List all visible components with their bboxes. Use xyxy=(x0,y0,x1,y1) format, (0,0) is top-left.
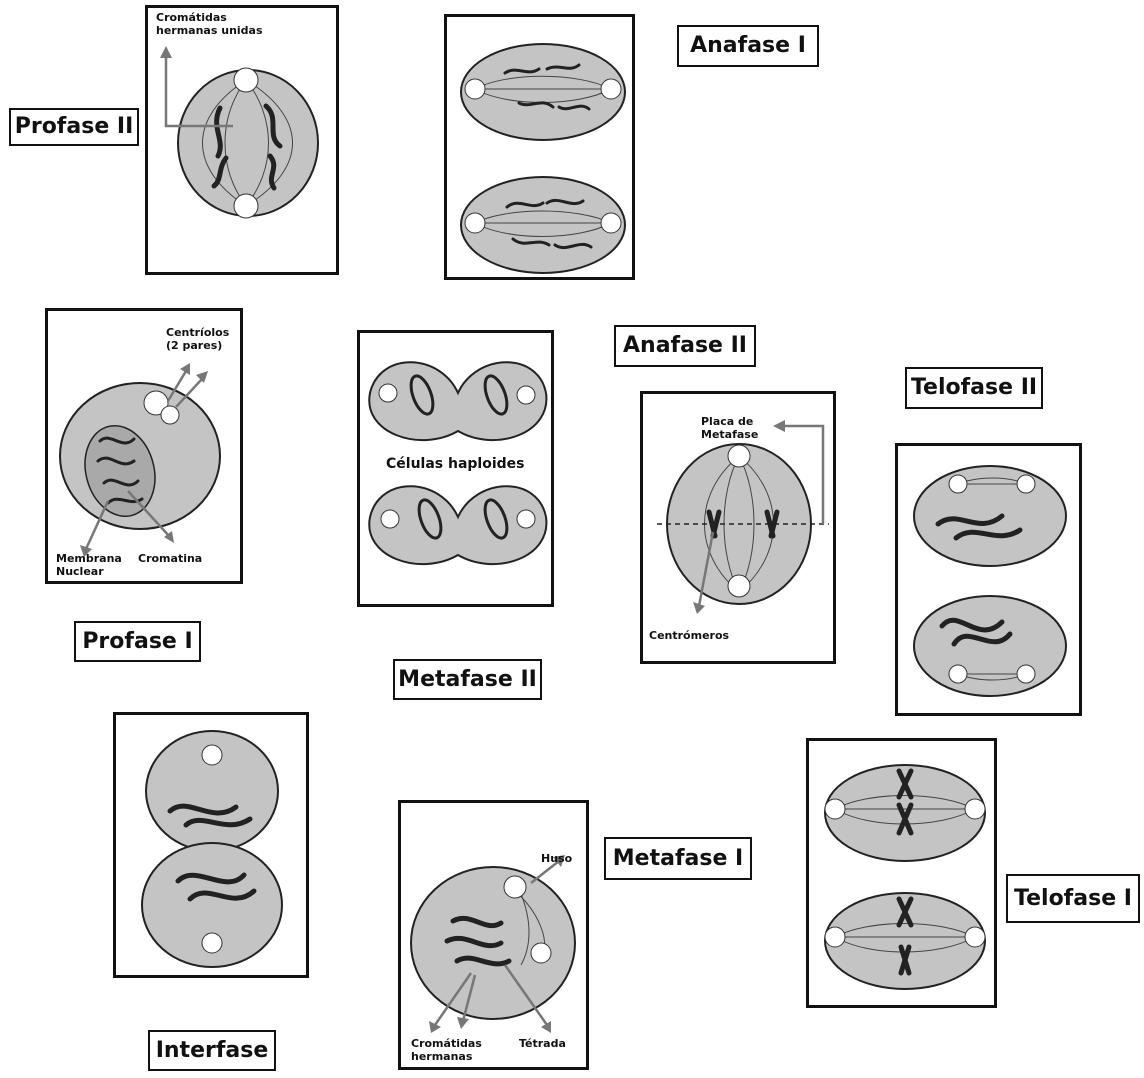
annotation-cromatidas-unidas-1: Cromátidas xyxy=(156,11,227,24)
annotation-membrana-nuclear-2: Nuclear xyxy=(56,565,104,578)
annotation-celulas-haploides: Células haploides xyxy=(386,456,525,472)
label-metafase-ii: Metafase II xyxy=(393,659,542,700)
annotation-cromatina: Cromatina xyxy=(138,552,203,565)
panel-celulas-haploides: Células haploides xyxy=(357,330,554,607)
label-metafase-i: Metafase I xyxy=(604,837,752,880)
annotation-huso: Huso xyxy=(541,852,573,865)
panel-profase-i: Centríolos (2 pares) Membrana Nuclear Cr… xyxy=(45,308,243,584)
panel-telofase-i-cells xyxy=(806,738,997,1008)
panel-anafase-i-cells xyxy=(444,14,635,280)
annotation-placa-metafase-2: Metafase xyxy=(701,428,759,441)
diagram-interfase xyxy=(141,730,283,968)
panel-interfase-cells xyxy=(113,712,309,978)
label-anafase-ii: Anafase II xyxy=(614,325,756,367)
annotation-centriolos-1: Centríolos xyxy=(166,326,230,339)
annotation-cromatidas-unidas-2: hermanas unidas xyxy=(156,24,263,37)
diagram-metafase-i xyxy=(410,855,576,1033)
label-profase-ii: Profase II xyxy=(9,108,139,146)
label-anafase-i: Anafase I xyxy=(677,25,819,67)
diagram-profase-ii xyxy=(160,46,319,219)
annotation-tetrada: Tétrada xyxy=(519,1037,566,1050)
annotation-cromatidas-hermanas-2: hermanas xyxy=(411,1050,473,1063)
diagram-telofase-i xyxy=(824,764,986,990)
label-telofase-i: Telofase I xyxy=(1006,874,1140,923)
label-profase-i: Profase I xyxy=(74,621,201,662)
panel-profase-ii: Cromátidas hermanas unidas xyxy=(145,5,339,275)
diagram-anafase-i xyxy=(460,43,626,274)
annotation-cromatidas-hermanas-1: Cromátidas xyxy=(411,1037,482,1050)
panel-telofase-ii-cells xyxy=(895,443,1082,716)
annotation-placa-metafase-1: Placa de xyxy=(701,415,754,428)
diagram-placa-metafase xyxy=(657,420,829,614)
diagram-telofase-ii xyxy=(913,465,1067,697)
label-telofase-ii: Telofase II xyxy=(905,367,1043,409)
panel-metafase-i-cell: Huso Cromátidas hermanas Tétrada xyxy=(398,800,589,1070)
diagram-profase-i xyxy=(59,363,221,557)
annotation-centromeros: Centrómeros xyxy=(649,629,730,642)
annotation-centriolos-2: (2 pares) xyxy=(166,339,223,352)
annotation-membrana-nuclear-1: Membrana xyxy=(56,552,122,565)
panel-placa-metafase: Placa de Metafase Centrómeros xyxy=(640,391,836,664)
diagram-celulas-haploides xyxy=(368,361,548,566)
label-interfase: Interfase xyxy=(148,1030,276,1071)
